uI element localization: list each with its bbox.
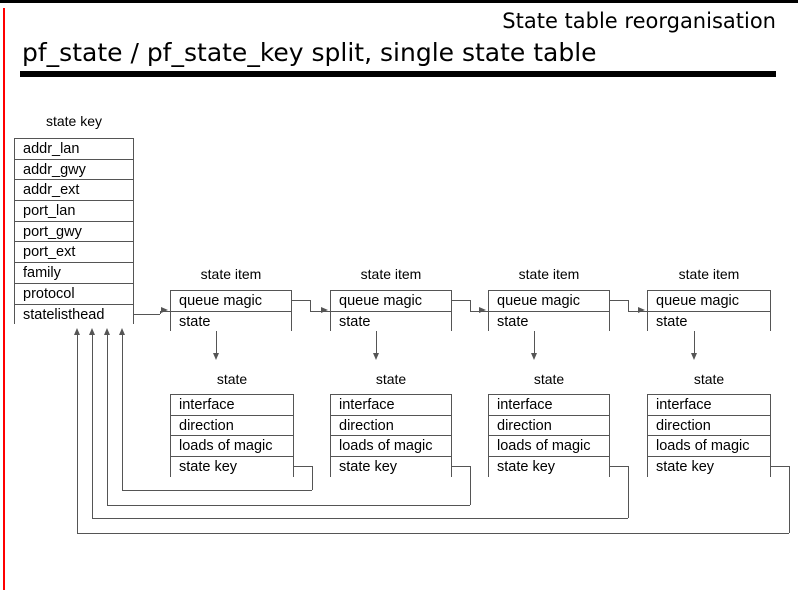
state-key-return xyxy=(77,533,789,534)
state-key-return-arrowhead xyxy=(74,328,80,336)
state-field-row: interface xyxy=(331,395,451,416)
state-key-return-arrowhead xyxy=(119,328,125,336)
state-key-field-row: port_ext xyxy=(15,242,133,264)
state-item-field-row: queue magic xyxy=(171,291,291,312)
state-key-field-row: addr_lan xyxy=(15,139,133,160)
statelisthead-arrowhead xyxy=(161,307,168,314)
state-key-return xyxy=(312,466,313,490)
state-item-to-state-arrowhead xyxy=(373,353,379,360)
statelisthead-link xyxy=(134,313,160,315)
state-item-field-row: queue magic xyxy=(331,291,451,312)
state-item-link xyxy=(470,300,471,311)
title-underline xyxy=(20,71,776,77)
state-item-caption: state item xyxy=(360,266,422,282)
state-key-field-row: protocol xyxy=(15,283,133,305)
state-field-row: direction xyxy=(331,415,451,437)
state-caption: state xyxy=(216,371,248,387)
state-key-return xyxy=(789,466,790,533)
state-item-to-state-arrowhead xyxy=(213,353,219,360)
state-caption: state xyxy=(693,371,725,387)
state-item-caption: state item xyxy=(200,266,262,282)
state-item-arrowhead xyxy=(321,307,328,314)
state-item-link xyxy=(610,300,628,302)
state-caption: state xyxy=(375,371,407,387)
state-field-row: state key xyxy=(648,457,770,478)
state-item-field-row: state xyxy=(648,311,770,333)
state-field-row: direction xyxy=(171,415,293,437)
state-key-return xyxy=(122,332,123,490)
state-item-to-state-arrowhead xyxy=(531,353,537,360)
slide-kicker: State table reorganisation xyxy=(502,9,776,33)
state-field-row: state key xyxy=(489,457,609,478)
state-item-arrowhead xyxy=(638,307,645,314)
top-rule xyxy=(0,0,798,3)
state-field-row: loads of magic xyxy=(648,436,770,458)
state-key-return xyxy=(122,490,312,491)
state-key-return xyxy=(610,466,628,468)
state-item-to-state-link xyxy=(376,331,377,354)
state-key-return xyxy=(92,518,628,519)
state-item-link xyxy=(292,300,310,302)
state-item-to-state-link xyxy=(216,331,217,354)
state-item-field-row: state xyxy=(489,311,609,333)
state-key-field-row: port_gwy xyxy=(15,221,133,243)
state-key-return-arrowhead xyxy=(89,328,95,336)
state-item-link xyxy=(628,310,647,312)
state-item-link xyxy=(628,300,629,311)
state-key-field-row: addr_ext xyxy=(15,180,133,202)
state-item-to-state-arrowhead xyxy=(691,353,697,360)
state-field-row: state key xyxy=(331,457,451,478)
state-key-return xyxy=(628,466,629,518)
state-item-field-row: queue magic xyxy=(648,291,770,312)
state-key-return xyxy=(294,466,312,468)
state-caption: state xyxy=(533,371,565,387)
state-field-row: interface xyxy=(648,395,770,416)
state-key-caption: state key xyxy=(45,113,103,129)
state-item-field-row: queue magic xyxy=(489,291,609,312)
state-key-return xyxy=(452,466,470,468)
state-item-to-state-link xyxy=(694,331,695,354)
state-key-field-row: addr_gwy xyxy=(15,159,133,181)
state-field-row: loads of magic xyxy=(171,436,293,458)
state-key-return xyxy=(107,505,470,506)
state-item-arrowhead xyxy=(479,307,486,314)
state-field-row: state key xyxy=(171,457,293,478)
statelisthead-link xyxy=(160,310,161,314)
state-key-field-row: family xyxy=(15,263,133,284)
state-field-row: direction xyxy=(648,415,770,437)
state-item-field-row: state xyxy=(171,311,291,333)
state-field-row: direction xyxy=(489,415,609,437)
state-item-caption: state item xyxy=(678,266,740,282)
state-item-link xyxy=(310,300,311,311)
state-key-return xyxy=(92,332,93,518)
state-item-field-row: state xyxy=(331,311,451,333)
state-key-field-row: statelisthead xyxy=(15,304,133,326)
left-accent-bar xyxy=(3,8,5,590)
state-item-link xyxy=(310,310,330,312)
state-field-row: loads of magic xyxy=(489,436,609,458)
state-key-return xyxy=(771,466,789,468)
state-field-row: interface xyxy=(489,395,609,416)
state-key-return-arrowhead xyxy=(104,328,110,336)
state-field-row: loads of magic xyxy=(331,436,451,458)
state-key-field-row: port_lan xyxy=(15,201,133,222)
slide-title: pf_state / pf_state_key split, single st… xyxy=(22,38,597,67)
state-key-return xyxy=(77,332,78,533)
state-item-link xyxy=(452,300,470,302)
state-key-return xyxy=(470,466,471,505)
state-item-caption: state item xyxy=(518,266,580,282)
state-item-to-state-link xyxy=(534,331,535,354)
state-field-row: interface xyxy=(171,395,293,416)
state-key-return xyxy=(107,332,108,505)
